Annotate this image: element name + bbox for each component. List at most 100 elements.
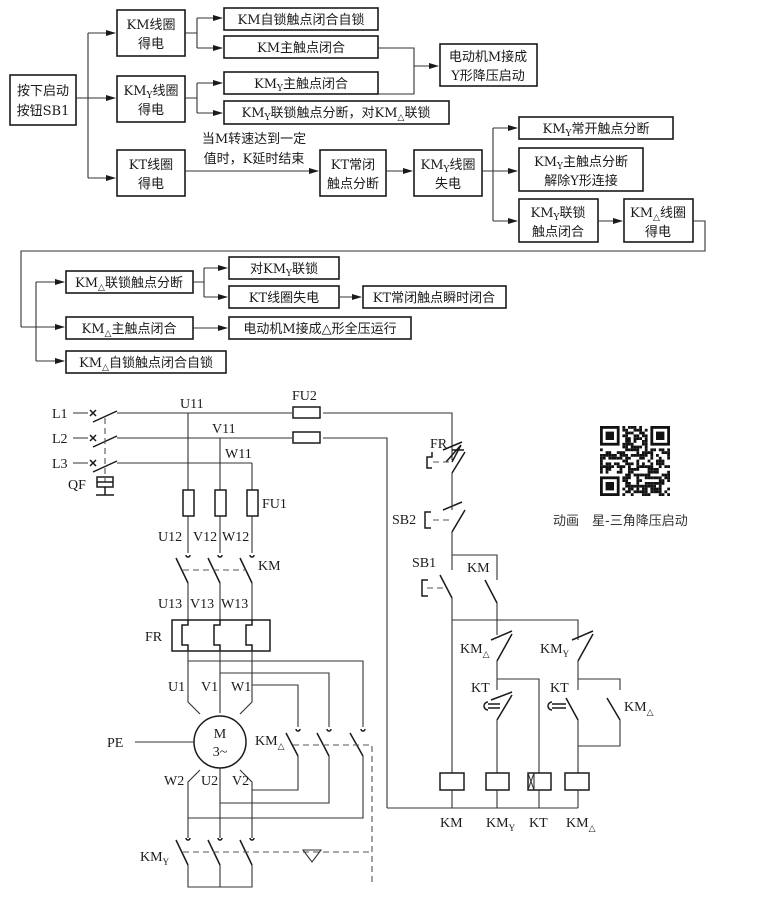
ctrl-wire — [577, 720, 621, 773]
qr-module — [653, 448, 656, 452]
qr-module — [614, 462, 617, 466]
flow-kmy-main-box — [223, 71, 379, 95]
qr-module — [622, 426, 626, 429]
qr-module — [647, 451, 651, 454]
qr-module — [636, 445, 640, 449]
label-V13: V13 — [190, 597, 214, 612]
flow-kmd-main-text: KM△主触点闭合 — [82, 322, 177, 339]
label-KT-nc: KT — [471, 681, 490, 696]
qr-module — [622, 476, 626, 480]
flow-km-selflock-text: KM自锁触点闭合自锁 — [237, 12, 364, 28]
qr-module — [633, 426, 637, 429]
qr-module — [644, 440, 648, 443]
mechanical-interlock-icon — [301, 849, 323, 863]
qr-module — [622, 479, 626, 482]
qr-module — [639, 454, 642, 457]
qr-module — [636, 468, 640, 471]
qr-module — [619, 465, 623, 468]
flow-kmy-coil-off-line1: KMY线圈 — [421, 158, 476, 175]
qr-module — [650, 454, 654, 457]
qr-module — [633, 448, 637, 452]
qr-module — [642, 465, 645, 468]
qr-module — [661, 462, 665, 466]
motor-M — [193, 715, 247, 769]
qr-module — [628, 490, 631, 494]
qr-module — [661, 493, 665, 496]
label-U12: U12 — [158, 530, 182, 545]
flow-delay-note-line2: 值时，K延时结束 — [204, 151, 305, 167]
flow-kt-nc-open-box — [319, 149, 387, 197]
qr-module — [658, 490, 662, 494]
qr-module — [630, 462, 634, 466]
qr-module — [636, 454, 640, 457]
qr-module — [667, 451, 670, 454]
qr-module — [622, 434, 626, 438]
flow-motor-delta-text: 电动机M接成△形全压运行 — [243, 321, 396, 337]
qr-module — [622, 445, 626, 449]
qr-module — [639, 479, 642, 482]
label-KM-aux: KM — [467, 561, 490, 576]
qr-module — [633, 437, 637, 440]
qr-module — [639, 431, 642, 435]
qr-module — [661, 479, 665, 482]
qr-module — [633, 445, 637, 449]
qr-module — [653, 482, 656, 485]
flow-connector — [482, 128, 494, 221]
label-coil-KT: KT — [529, 816, 548, 831]
qr-module — [636, 490, 640, 494]
flow-kt-coil-line1: KT线圈 — [129, 158, 173, 173]
qr-module — [650, 487, 654, 491]
qr-module — [605, 462, 609, 466]
flow-kmy-interlock2-box — [228, 256, 340, 280]
label-PE: PE — [107, 736, 123, 751]
flow-kmy-coil-off-box — [413, 149, 483, 197]
qr-module — [633, 490, 637, 494]
label-FR-main: FR — [145, 630, 163, 645]
qr-module — [653, 470, 656, 474]
qr-module — [642, 490, 645, 494]
qr-module — [625, 476, 628, 480]
qr-code[interactable] — [600, 426, 670, 496]
qr-module — [642, 454, 645, 457]
qr-module — [650, 462, 654, 466]
qr-module — [628, 442, 631, 446]
qr-module — [608, 468, 612, 471]
kmy-nc-contact — [571, 630, 594, 662]
qr-module — [611, 465, 614, 468]
flow-kmy-coil-line1: KMY线圈 — [124, 84, 179, 101]
qr-module — [647, 476, 651, 480]
qr-module — [628, 426, 631, 429]
qr-module — [628, 462, 631, 466]
qr-module — [633, 428, 637, 432]
flow-kt-nc-close-box — [362, 285, 507, 309]
breaker-trip-base — [96, 481, 114, 496]
fr-thermal-icon — [426, 452, 433, 469]
flow-kmy-coil-box — [116, 75, 186, 123]
qr-module — [605, 465, 609, 468]
qr-module — [625, 473, 628, 477]
fr-nc-contact — [445, 444, 464, 463]
flow-motor-delta-box — [228, 316, 412, 340]
qr-module — [661, 448, 665, 452]
qr-module — [639, 445, 642, 449]
km-aux-contact — [484, 579, 498, 604]
flow-kmy-coil-off-line2: 失电 — [435, 177, 461, 192]
qr-module — [616, 456, 620, 460]
qr-module — [667, 476, 670, 480]
qr-module — [628, 487, 631, 491]
qr-module — [656, 482, 659, 485]
qr-module — [611, 456, 614, 460]
qr-module — [644, 490, 648, 494]
qr-module — [622, 459, 626, 463]
qr-module — [633, 473, 637, 477]
flow-kt-nc-close-text: KT常闭触点瞬时闭合 — [373, 291, 495, 306]
label-U1: U1 — [168, 680, 185, 695]
qr-module — [647, 470, 651, 474]
qr-module — [653, 468, 656, 471]
qr-module — [605, 468, 609, 471]
fr-nc-bar — [442, 441, 463, 451]
qr-module — [608, 454, 612, 457]
qr-module — [639, 456, 642, 460]
qr-module — [625, 479, 628, 482]
